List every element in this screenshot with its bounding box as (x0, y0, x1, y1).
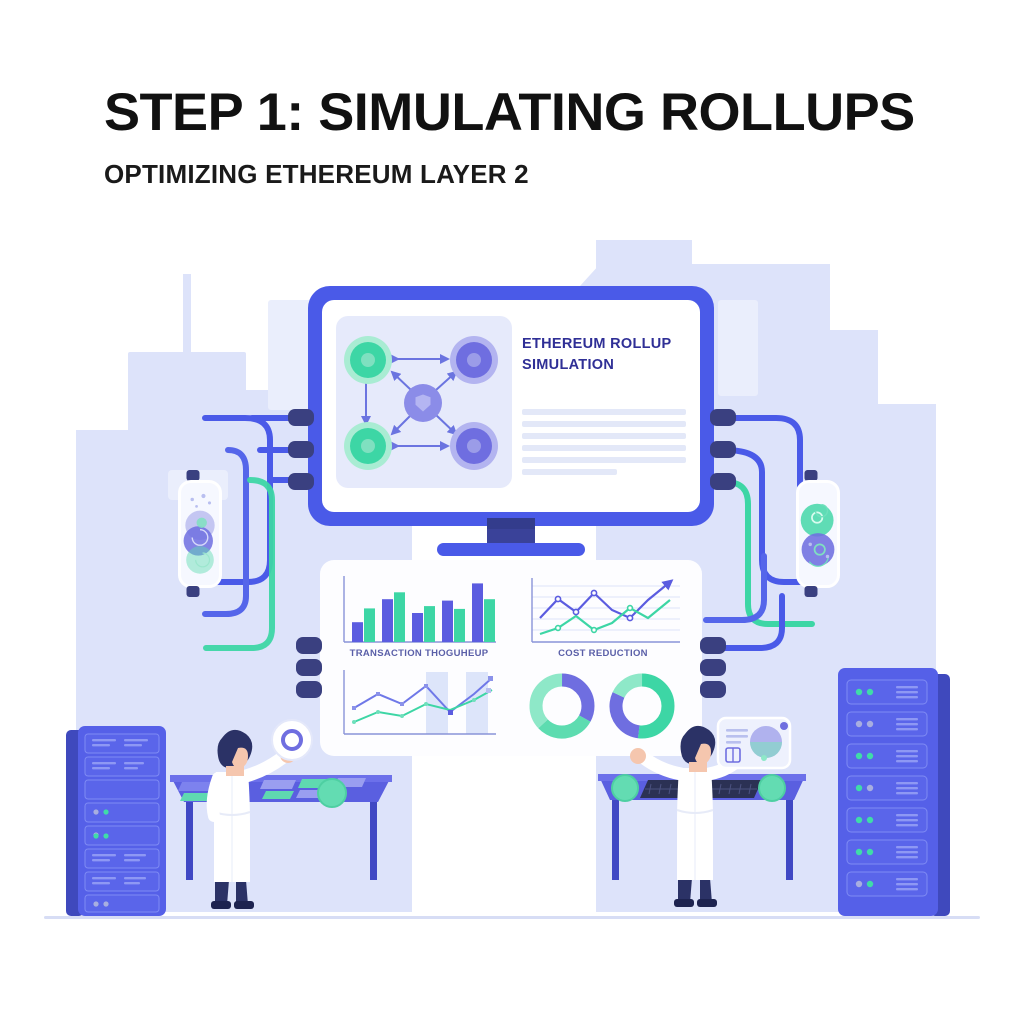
node-bottom-left (344, 422, 392, 470)
left-module-plug-top (186, 470, 200, 481)
dashboard-port-2[interactable] (296, 659, 322, 676)
right-desk-leg (612, 800, 619, 880)
right-scientist (630, 725, 754, 907)
right-analyzer-module[interactable] (796, 480, 840, 588)
screen-text-column: ETHEREUM ROLLUP SIMULATION (522, 316, 686, 496)
dashboard-port-3[interactable] (296, 681, 322, 698)
left-desk-leg (186, 802, 193, 880)
analytics-dashboard[interactable]: TRANSACTION THOGUHEUP (320, 560, 702, 756)
transaction-throughput-chart: TRANSACTION THOGUHEUP (334, 572, 504, 659)
donut-charts-svg (529, 673, 675, 739)
right-desk-dial-left (611, 774, 639, 802)
right-module-plug-top (804, 470, 818, 481)
distribution-donut-2 (609, 673, 675, 739)
cost-reduction-chart: COST REDUCTION (518, 572, 688, 659)
dashboard-port-right-3[interactable] (700, 681, 726, 698)
monitor-port-right-3[interactable] (710, 473, 736, 490)
monitor-port-right-1[interactable] (710, 409, 736, 426)
monitor-base (437, 543, 585, 556)
holographic-ring-button (271, 719, 313, 761)
page-subtitle: OPTIMIZING ETHEREUM LAYER 2 (104, 159, 529, 189)
monitor-port-2[interactable] (288, 441, 314, 458)
node-bottom-right (450, 422, 498, 470)
left-desk-dial (317, 778, 347, 808)
chart-label-cost: COST REDUCTION (558, 648, 648, 659)
dashboard-port-1[interactable] (296, 637, 322, 654)
shield-icon (415, 394, 431, 412)
combo-chart-svg (343, 670, 496, 735)
screen-body-lines (522, 409, 686, 476)
right-module-plug-bottom (804, 586, 818, 597)
line-chart-svg (531, 578, 680, 643)
floor-line (44, 916, 980, 919)
left-analyzer-module[interactable] (178, 480, 222, 588)
node-top-left (344, 336, 392, 384)
right-rack-slots (846, 679, 928, 897)
right-module-graphic (800, 503, 835, 567)
monitor-screen: ETHEREUM ROLLUP SIMULATION (322, 300, 700, 512)
monitor-neck (487, 518, 535, 546)
heading-block: STEP 1: SIMULATING ROLLUPS OPTIMIZING ET… (104, 86, 915, 190)
rollup-node-network (336, 316, 512, 488)
combo-trend-chart (334, 664, 504, 750)
node-top-right (450, 336, 498, 384)
left-server-rack (66, 726, 166, 916)
right-desk-leg (786, 800, 793, 880)
dashboard-port-right-1[interactable] (700, 637, 726, 654)
left-rack-slots (84, 733, 160, 913)
monitor-port-3[interactable] (288, 473, 314, 490)
page-title: STEP 1: SIMULATING ROLLUPS (104, 83, 915, 142)
monitor-port-right-2[interactable] (710, 441, 736, 458)
left-scientist (206, 729, 299, 909)
main-monitor[interactable]: ETHEREUM ROLLUP SIMULATION (308, 286, 714, 526)
right-server-rack (838, 668, 950, 916)
chart-label-throughput: TRANSACTION THOGUHEUP (349, 648, 489, 659)
screen-title: ETHEREUM ROLLUP SIMULATION (522, 336, 672, 373)
monitor-port-1[interactable] (288, 409, 314, 426)
distribution-donut-1 (529, 673, 595, 739)
left-module-plug-bottom (186, 586, 200, 597)
dashboard-port-right-2[interactable] (700, 659, 726, 676)
right-desk-dial-right (758, 774, 786, 802)
holographic-info-card (716, 716, 792, 770)
distribution-donuts (518, 664, 688, 750)
network-arrows (361, 354, 458, 451)
bar-chart-svg (343, 576, 496, 643)
left-module-graphic (183, 493, 215, 574)
left-desk-leg (370, 802, 377, 880)
node-center-hub (404, 384, 442, 422)
